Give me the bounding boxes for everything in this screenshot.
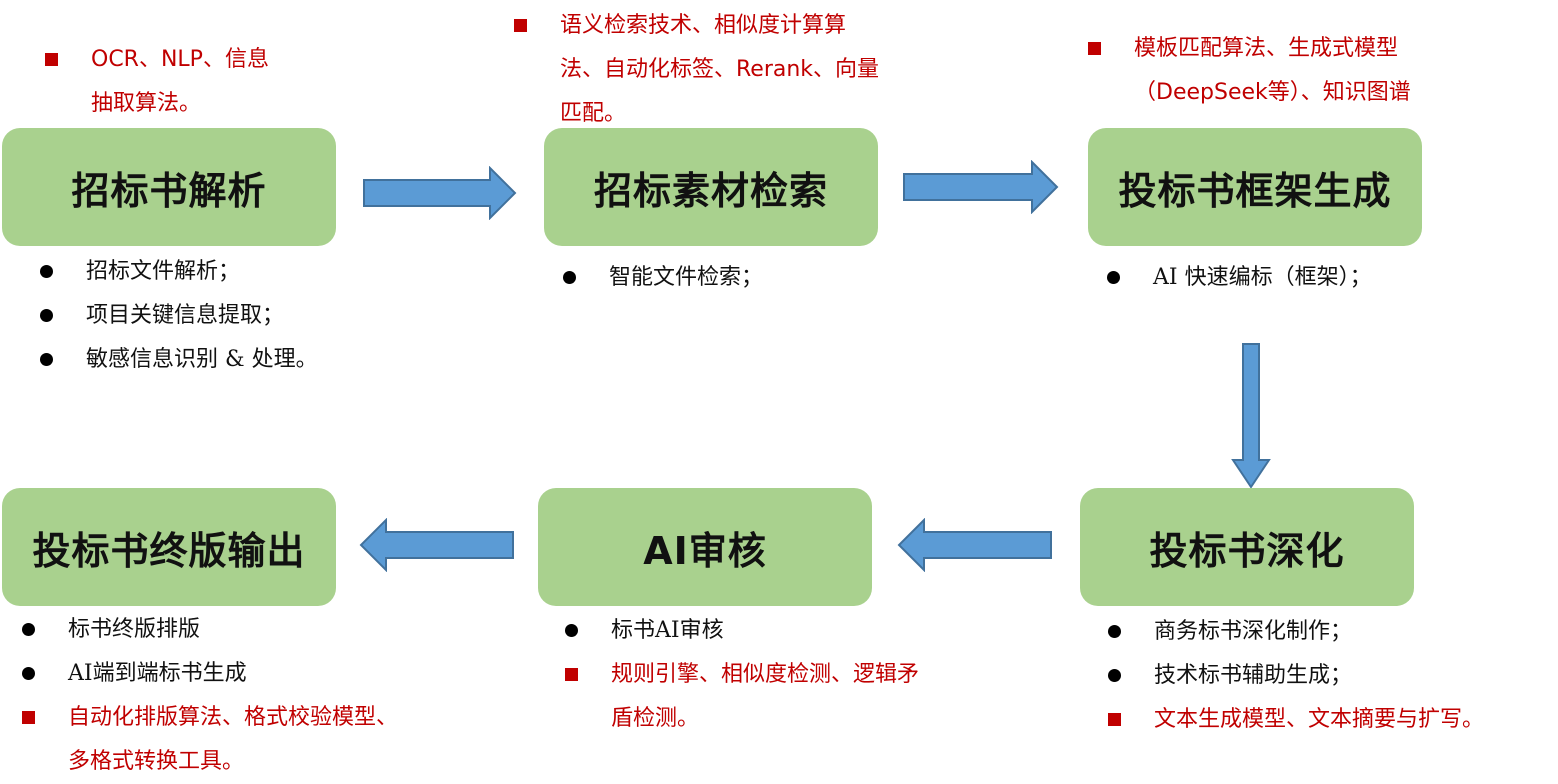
stage1-items: 招标文件解析； 项目关键信息提取； 敏感信息识别 & 处理。	[40, 250, 318, 382]
left-arrow-icon	[359, 518, 514, 572]
stage3-box: 投标书框架生成	[1088, 128, 1422, 246]
list-item: AI 快速编标（框架）；	[1107, 256, 1372, 300]
stage3-title: 投标书框架生成	[1118, 168, 1392, 213]
list-item: 商务标书深化制作；	[1108, 610, 1548, 654]
stage3-items: AI 快速编标（框架）；	[1107, 256, 1372, 300]
down-arrow-icon	[1231, 343, 1271, 489]
list-item: 标书终版排版	[22, 608, 402, 652]
stage6-title: 投标书终版输出	[32, 528, 306, 573]
stage4-items: 商务标书深化制作； 技术标书辅助生成； 文本生成模型、文本摘要与扩写。	[1108, 610, 1548, 742]
stage5-tech-text: 规则引擎、相似度检测、逻辑矛盾检测。	[565, 653, 930, 741]
list-item: 智能文件检索；	[563, 256, 763, 300]
stage3-tech-note: 模板匹配算法、生成式模型（DeepSeek等）、知识图谱	[1088, 27, 1448, 115]
stage5-items: 标书AI审核 规则引擎、相似度检测、逻辑矛盾检测。	[565, 609, 930, 741]
right-arrow-icon	[903, 160, 1059, 214]
stage6-box: 投标书终版输出	[2, 488, 336, 606]
stage1-box: 招标书解析	[2, 128, 336, 246]
stage1-tech-note: OCR、NLP、信息抽取算法。	[45, 38, 285, 126]
stage1-title: 招标书解析	[71, 168, 267, 213]
stage6-tech-text: 自动化排版算法、格式校验模型、多格式转换工具。	[22, 696, 402, 784]
stage4-tech-text: 文本生成模型、文本摘要与扩写。	[1108, 698, 1548, 742]
stage5-title: AI审核	[643, 528, 767, 573]
stage5-box: AI审核	[538, 488, 872, 606]
stage2-tech-note: 语义检索技术、相似度计算算法、自动化标签、Rerank、向量匹配。	[514, 4, 884, 136]
list-item: 技术标书辅助生成；	[1108, 654, 1548, 698]
list-item: 敏感信息识别 & 处理。	[40, 338, 318, 382]
left-arrow-icon	[897, 518, 1052, 572]
stage2-items: 智能文件检索；	[563, 256, 763, 300]
stage1-tech-text: OCR、NLP、信息抽取算法。	[45, 38, 285, 126]
list-item: AI端到端标书生成	[22, 652, 402, 696]
stage2-box: 招标素材检索	[544, 128, 878, 246]
stage6-items: 标书终版排版 AI端到端标书生成 自动化排版算法、格式校验模型、多格式转换工具。	[22, 608, 402, 784]
stage2-tech-text: 语义检索技术、相似度计算算法、自动化标签、Rerank、向量匹配。	[514, 4, 884, 136]
stage4-title: 投标书深化	[1149, 528, 1345, 573]
list-item: 招标文件解析；	[40, 250, 318, 294]
list-item: 标书AI审核	[565, 609, 930, 653]
list-item: 项目关键信息提取；	[40, 294, 318, 338]
stage3-tech-text: 模板匹配算法、生成式模型（DeepSeek等）、知识图谱	[1088, 27, 1448, 115]
stage4-box: 投标书深化	[1080, 488, 1414, 606]
stage2-title: 招标素材检索	[593, 168, 828, 213]
right-arrow-icon	[363, 166, 517, 220]
